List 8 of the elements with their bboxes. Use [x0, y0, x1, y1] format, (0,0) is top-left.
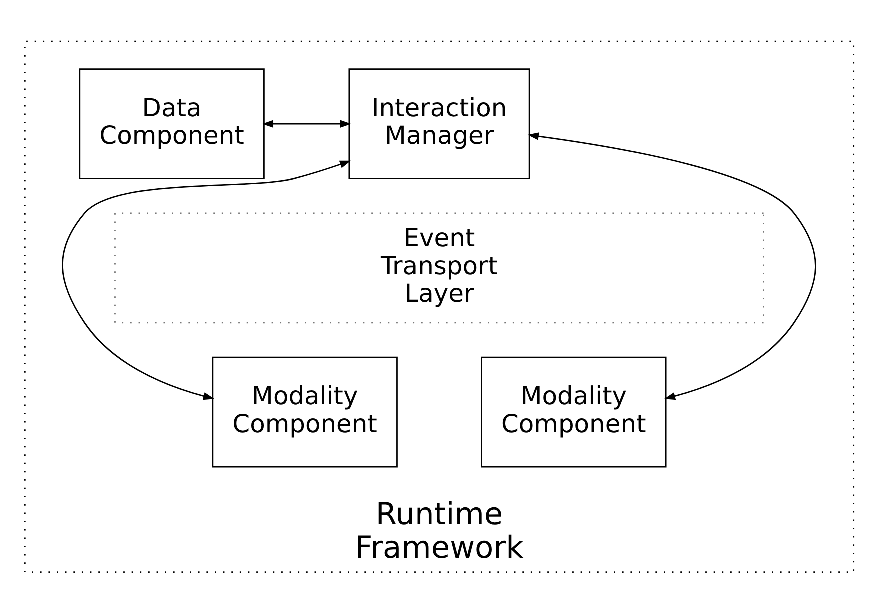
arrow — [62, 160, 352, 400]
arrow — [528, 132, 816, 400]
node-box: Data Component — [79, 68, 265, 180]
node-box: Modality Component — [212, 356, 398, 468]
node-box: Interaction Manager — [348, 68, 530, 180]
arrow — [262, 120, 352, 128]
node-box: Modality Component — [481, 356, 667, 468]
node-box: Event Transport Layer — [114, 212, 764, 324]
